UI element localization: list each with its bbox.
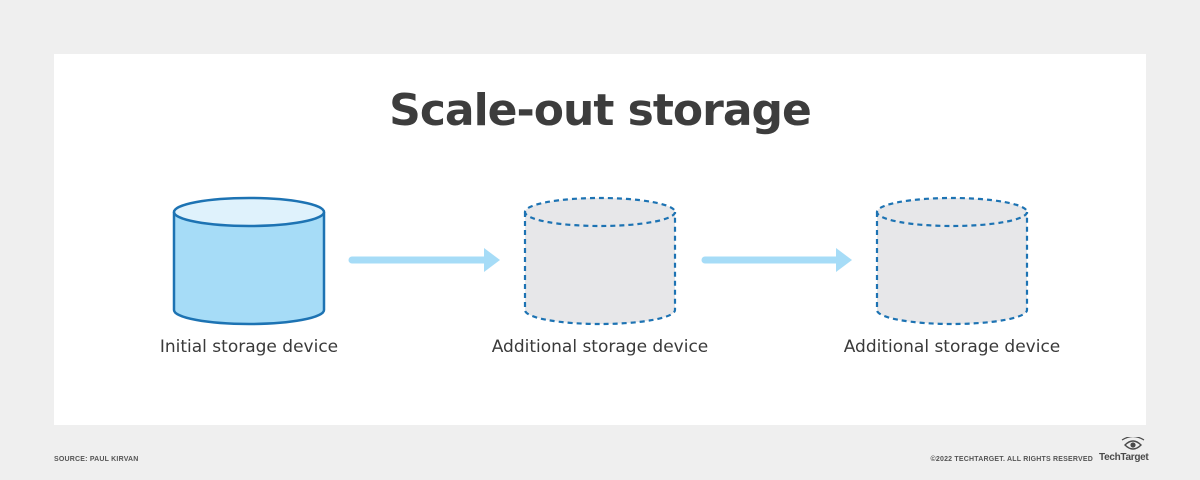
device-label-additional-1: Additional storage device (491, 337, 709, 357)
device-label-additional-2: Additional storage device (843, 337, 1061, 357)
source-credit: SOURCE: PAUL KIRVAN (54, 456, 139, 463)
storage-cylinder-additional-2 (875, 196, 1029, 326)
diagram-title: Scale-out storage (389, 85, 812, 136)
device-label-initial: Initial storage device (159, 337, 339, 357)
storage-cylinder-additional-1 (523, 196, 677, 326)
arrow-right (701, 248, 852, 272)
storage-cylinder-initial (172, 196, 326, 326)
arrow-right (348, 248, 500, 272)
techtarget-logo: TechTarget (1099, 435, 1149, 467)
logo-text: TechTarget (1099, 452, 1149, 463)
copyright-notice: ©2022 TECHTARGET. ALL RIGHTS RESERVED (930, 456, 1093, 463)
eye-icon (1121, 435, 1145, 450)
